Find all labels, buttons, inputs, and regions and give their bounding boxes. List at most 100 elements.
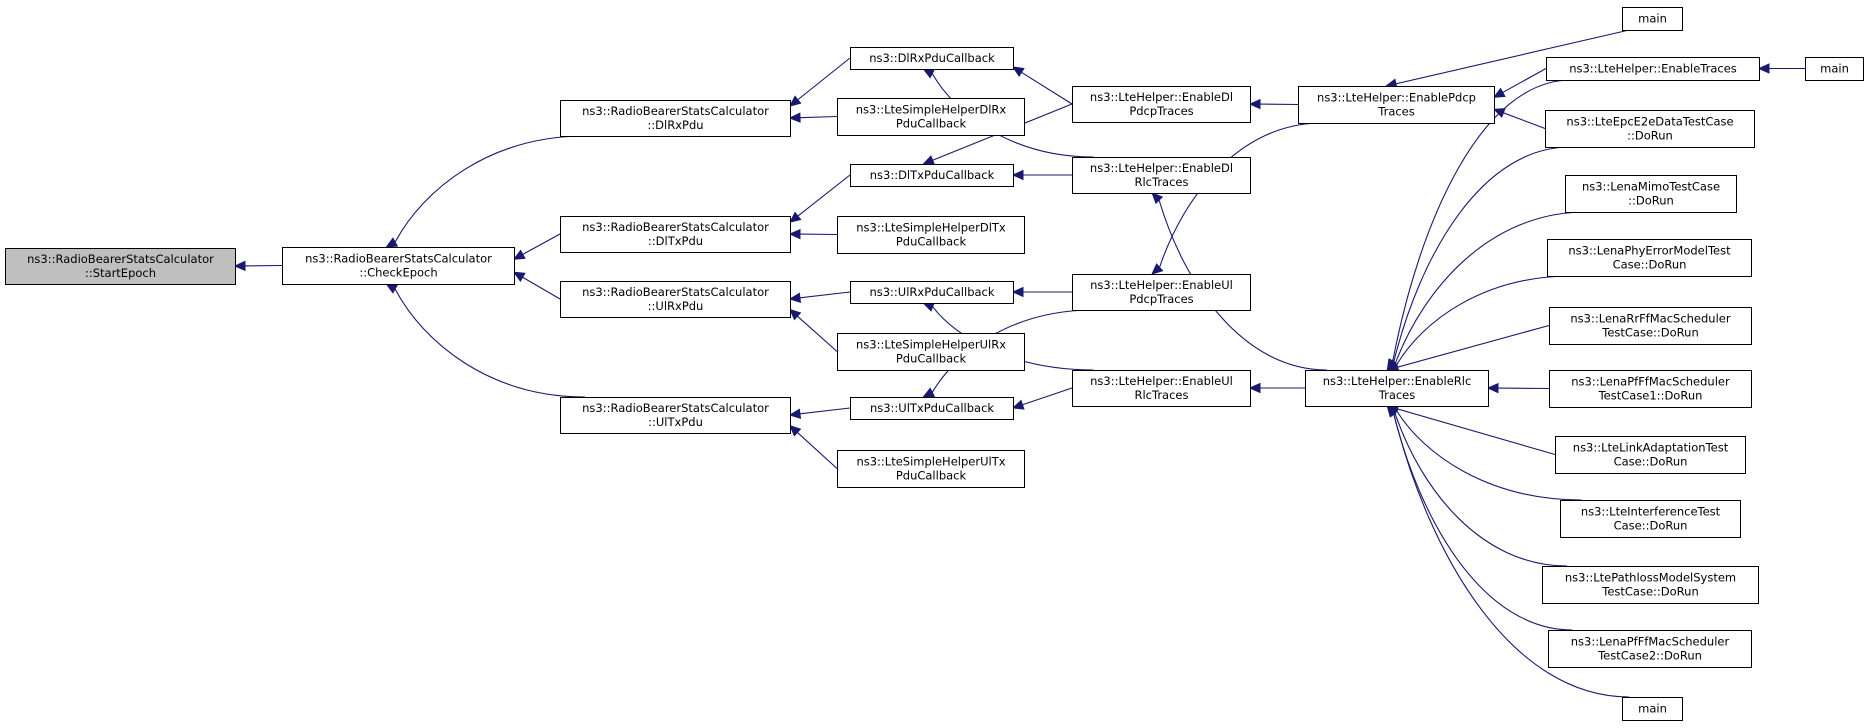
node-box[interactable] bbox=[1546, 57, 1760, 81]
edge-lte-simple-dl-tx-to-dl-tx-pdu bbox=[788, 228, 838, 240]
edge-line bbox=[799, 407, 851, 415]
node-box[interactable] bbox=[1072, 86, 1251, 123]
node-box[interactable] bbox=[1298, 86, 1495, 124]
node-box[interactable] bbox=[560, 216, 791, 253]
node-box[interactable] bbox=[1565, 175, 1737, 213]
node-lena-mimo[interactable]: ns3::LenaMimoTestCase::DoRun bbox=[1565, 175, 1737, 213]
arrowhead-icon bbox=[512, 271, 526, 283]
node-main-top[interactable]: main bbox=[1622, 7, 1683, 31]
node-label: ::UlRxPdu bbox=[648, 299, 704, 313]
node-box[interactable] bbox=[1805, 57, 1864, 81]
node-box[interactable] bbox=[850, 164, 1014, 187]
arrowhead-icon bbox=[1386, 405, 1399, 418]
edge-ul-tx-pdu-to-check-epoch bbox=[385, 283, 586, 398]
node-box[interactable] bbox=[560, 281, 791, 318]
node-box[interactable] bbox=[560, 397, 791, 434]
edge-lte-simple-ul-rx-to-ul-rx-pdu bbox=[789, 308, 838, 352]
node-box[interactable] bbox=[1072, 370, 1251, 407]
node-label: RlcTraces bbox=[1134, 175, 1188, 189]
edge-line bbox=[394, 135, 586, 243]
node-dl-tx-pdu-callback[interactable]: ns3::DlTxPduCallback bbox=[850, 164, 1014, 187]
node-main-right[interactable]: main bbox=[1805, 57, 1864, 81]
node-ul-tx-pdu[interactable]: ns3::RadioBearerStatsCalculator::UlTxPdu bbox=[560, 397, 791, 434]
node-label: ns3::DlRxPduCallback bbox=[869, 51, 995, 65]
node-check-epoch[interactable]: ns3::RadioBearerStatsCalculator::CheckEp… bbox=[282, 247, 515, 285]
node-box[interactable] bbox=[1560, 500, 1741, 538]
edge-check-epoch-to-start-epoch bbox=[233, 260, 283, 272]
node-epc-e2e[interactable]: ns3::LteEpcE2eDataTestCase::DoRun bbox=[1545, 110, 1755, 148]
node-dl-rx-pdu[interactable]: ns3::RadioBearerStatsCalculator::DlRxPdu bbox=[560, 100, 791, 137]
node-box[interactable] bbox=[5, 248, 236, 285]
node-ul-rx-pdu[interactable]: ns3::RadioBearerStatsCalculator::UlRxPdu bbox=[560, 281, 791, 318]
node-box[interactable] bbox=[1072, 157, 1251, 194]
node-start-epoch[interactable]: ns3::RadioBearerStatsCalculator::StartEp… bbox=[5, 248, 236, 285]
node-box[interactable] bbox=[837, 450, 1025, 488]
node-box[interactable] bbox=[282, 247, 515, 285]
edge-pathloss-to-enable-rlc bbox=[1386, 405, 1568, 567]
node-box[interactable] bbox=[850, 47, 1014, 70]
node-label: ns3::RadioBearerStatsCalculator bbox=[582, 220, 769, 234]
edge-enable-rlc-to-enable-ul-rlc bbox=[1248, 382, 1305, 394]
edge-line bbox=[799, 291, 851, 299]
edge-line bbox=[797, 57, 851, 101]
node-ul-rx-pdu-callback[interactable]: ns3::UlRxPduCallback bbox=[850, 281, 1014, 304]
node-box[interactable] bbox=[1072, 274, 1251, 311]
node-label: ns3::LtePathlossModelSystem bbox=[1565, 571, 1736, 585]
node-box[interactable] bbox=[1548, 630, 1752, 668]
node-label: ::UlTxPdu bbox=[648, 415, 703, 429]
edge-enable-traces-to-enable-pdcp bbox=[1492, 68, 1547, 98]
arrowhead-icon bbox=[1492, 87, 1506, 98]
node-label: PdcpTraces bbox=[1129, 104, 1193, 118]
arrowhead-icon bbox=[1011, 399, 1025, 410]
node-label: ns3::LteHelper::EnablePdcp bbox=[1317, 91, 1476, 105]
node-enable-traces[interactable]: ns3::LteHelper::EnableTraces bbox=[1546, 57, 1760, 81]
node-main-bottom[interactable]: main bbox=[1622, 697, 1683, 721]
node-lena-pf-ff-1[interactable]: ns3::LenaPfFfMacSchedulerTestCase1::DoRu… bbox=[1549, 370, 1752, 408]
arrowhead-icon bbox=[922, 155, 936, 165]
node-box[interactable] bbox=[1622, 7, 1683, 31]
node-label: ::DlRxPdu bbox=[647, 118, 703, 132]
node-pathloss[interactable]: ns3::LtePathlossModelSystemTestCase::DoR… bbox=[1542, 566, 1759, 604]
arrowhead-icon bbox=[1151, 192, 1164, 205]
edge-line bbox=[797, 315, 838, 352]
node-dl-tx-pdu[interactable]: ns3::RadioBearerStatsCalculator::DlTxPdu bbox=[560, 216, 791, 253]
node-box[interactable] bbox=[837, 216, 1025, 254]
node-label: PduCallback bbox=[896, 469, 967, 483]
edge-enable-rlc-to-enable-dl-rlc bbox=[1151, 192, 1327, 371]
node-box[interactable] bbox=[1545, 110, 1755, 148]
node-box[interactable] bbox=[1542, 566, 1759, 604]
node-box[interactable] bbox=[850, 397, 1014, 420]
node-box[interactable] bbox=[1547, 239, 1752, 277]
node-box[interactable] bbox=[837, 333, 1025, 371]
node-label: ns3::LenaPfFfMacScheduler bbox=[1571, 375, 1730, 389]
node-dl-rx-pdu-callback[interactable]: ns3::DlRxPduCallback bbox=[850, 47, 1014, 70]
node-box[interactable] bbox=[837, 98, 1025, 136]
node-box[interactable] bbox=[1549, 307, 1752, 345]
node-box[interactable] bbox=[560, 100, 791, 137]
node-lena-pf-ff-2[interactable]: ns3::LenaPfFfMacSchedulerTestCase2::DoRu… bbox=[1548, 630, 1752, 668]
node-box[interactable] bbox=[850, 281, 1014, 304]
node-box[interactable] bbox=[1305, 370, 1489, 407]
arrowhead-icon bbox=[788, 292, 802, 304]
node-box[interactable] bbox=[1622, 697, 1683, 721]
arrowhead-icon bbox=[788, 112, 801, 123]
node-ul-tx-pdu-callback[interactable]: ns3::UlTxPduCallback bbox=[850, 397, 1014, 420]
node-box[interactable] bbox=[1555, 436, 1746, 474]
edge-lena-rr-ff-to-enable-rlc bbox=[1386, 324, 1550, 373]
node-label: ns3::LenaPfFfMacScheduler bbox=[1571, 635, 1730, 649]
node-box[interactable] bbox=[1549, 370, 1752, 408]
